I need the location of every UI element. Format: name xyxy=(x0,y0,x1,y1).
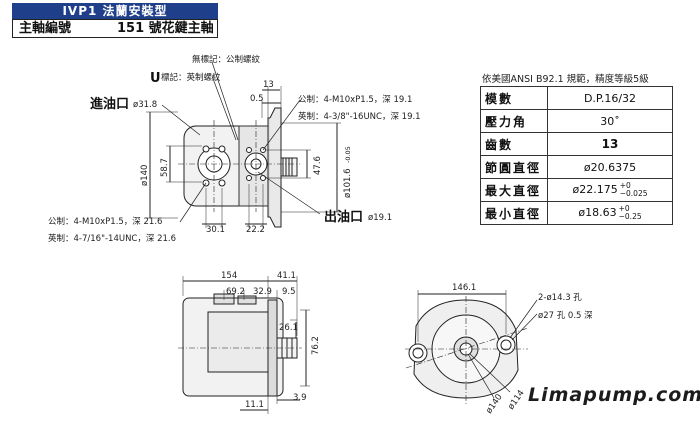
inlet-label: 進油口 xyxy=(90,96,129,112)
spec-tolerance: +0−0.25 xyxy=(619,205,642,221)
spec-tolerance-upper: +0 xyxy=(618,204,630,213)
counterbore-label: ø27 孔 0.5 深 xyxy=(538,311,593,321)
spec-key: 節圓直徑 xyxy=(480,155,548,179)
outlet-bolt-hole xyxy=(246,147,252,153)
dim-phi-101-6-tolerance: -0.05 xyxy=(344,146,352,163)
shaft-number-bar: 主軸編號 151 號花鍵主軸 xyxy=(12,19,218,38)
label-imperial-mark: 標記：英制螺紋 xyxy=(161,72,221,83)
dim-154: 154 xyxy=(221,271,237,281)
spec-value: ø22.175+0−0.025 xyxy=(547,178,673,202)
outlet-label: 出油口 xyxy=(324,209,363,225)
inlet-imperial-thread: 英制：4-7/16"-14UNC，深 21.6 xyxy=(48,233,176,244)
spec-value-text: ø18.63 xyxy=(578,206,617,219)
spline-spec-title: 依美國ANSI B92.1 規範，精度等級5級 xyxy=(482,74,649,85)
spec-tolerance-lower: −0.25 xyxy=(618,212,642,221)
dim-58-7: 58.7 xyxy=(160,158,170,177)
dim-41-1: 41.1 xyxy=(277,271,296,281)
outlet-bolt-hole xyxy=(246,175,252,181)
dim-69-2: 69.2 xyxy=(226,287,245,297)
page-title: IVP1 法蘭安裝型 xyxy=(12,3,218,19)
side-outlet-boss xyxy=(237,295,257,305)
shaft-label: 主軸編號 xyxy=(19,21,72,36)
dim-phi-140: ø140 xyxy=(140,165,150,186)
flange-mount-hole xyxy=(496,335,516,355)
inlet-diameter: ø31.8 xyxy=(133,100,157,110)
dim-26-1: 26.1 xyxy=(279,323,298,333)
inlet-metric-thread: 公制：4-M10xP1.5，深 21.6 xyxy=(48,216,162,227)
spec-key: 模數 xyxy=(480,86,548,110)
spec-row: 壓力角 30˚ xyxy=(480,109,673,133)
label-metric-mark: 無標記：公制螺紋 xyxy=(192,54,261,65)
spec-value: ø20.6375 xyxy=(547,155,673,179)
spec-value-text: ø22.175 xyxy=(572,183,618,196)
spec-tolerance-upper: +0 xyxy=(619,181,631,190)
inlet-bolt-hole xyxy=(218,145,226,153)
spec-value: 13 xyxy=(547,132,673,156)
spec-value-text: 30˚ xyxy=(600,114,620,128)
dim-11-1: 11.1 xyxy=(245,400,264,410)
spec-value: ø18.63+0−0.25 xyxy=(547,201,673,225)
flange-mount-hole-inner xyxy=(500,339,512,351)
flange-mount-hole-inner xyxy=(412,347,424,359)
watermark: Limapump.com xyxy=(528,384,700,406)
inlet-bolt-hole xyxy=(202,145,210,153)
spec-tolerance: +0−0.025 xyxy=(620,182,648,198)
mount-holes-label: 2-ø14.3 孔 xyxy=(538,293,582,303)
dim-13: 13 xyxy=(263,80,274,90)
outlet-diameter: ø19.1 xyxy=(368,213,392,223)
spec-value-text: 13 xyxy=(601,137,619,151)
spec-key: 最大直徑 xyxy=(480,178,548,202)
dim-22-2: 22.2 xyxy=(246,225,265,235)
spec-key: 齒數 xyxy=(480,132,548,156)
dim-32-9: 32.9 xyxy=(253,287,272,297)
outlet-imperial-thread: 英制：4-3/8"-16UNC，深 19.1 xyxy=(298,111,421,122)
dim-47-6: 47.6 xyxy=(313,156,323,175)
dim-phi-114: ø114 xyxy=(506,388,526,411)
dim-76-2: 76.2 xyxy=(311,336,321,355)
spec-value: 30˚ xyxy=(547,109,673,133)
spec-tolerance-lower: −0.025 xyxy=(619,189,648,198)
dim-30-1: 30.1 xyxy=(206,225,225,235)
spec-row: 齒數 13 xyxy=(480,132,673,156)
spec-row: 節圓直徑 ø20.6375 xyxy=(480,155,673,179)
spec-key: 最小直徑 xyxy=(480,201,548,225)
outlet-metric-thread: 公制：4-M10xP1.5，深 19.1 xyxy=(298,94,412,105)
shaft-value: 151 號花鍵主軸 xyxy=(117,21,214,36)
spec-key: 壓力角 xyxy=(480,109,548,133)
dim-146-1: 146.1 xyxy=(452,283,476,293)
dim-phi-101-6: ø101.6 xyxy=(343,168,353,198)
spec-value: D.P.16/32 xyxy=(547,86,673,110)
flange-view xyxy=(405,290,538,404)
inlet-bolt-hole xyxy=(218,179,226,187)
spec-value-text: ø20.6375 xyxy=(583,160,637,174)
flange-mount-hole xyxy=(408,343,428,363)
side-view xyxy=(178,276,310,414)
spec-value-text: D.P.16/32 xyxy=(583,91,637,105)
label-u-letter: U xyxy=(150,71,161,86)
dim-9-5: 9.5 xyxy=(282,287,296,297)
dim-3-9: 3.9 xyxy=(293,393,307,403)
dim-0-5: 0.5 xyxy=(250,94,264,104)
top-view xyxy=(146,61,341,228)
top-flange-ear xyxy=(269,107,282,228)
side-cartridge xyxy=(207,311,269,373)
spec-row: 模數 D.P.16/32 xyxy=(480,86,673,110)
